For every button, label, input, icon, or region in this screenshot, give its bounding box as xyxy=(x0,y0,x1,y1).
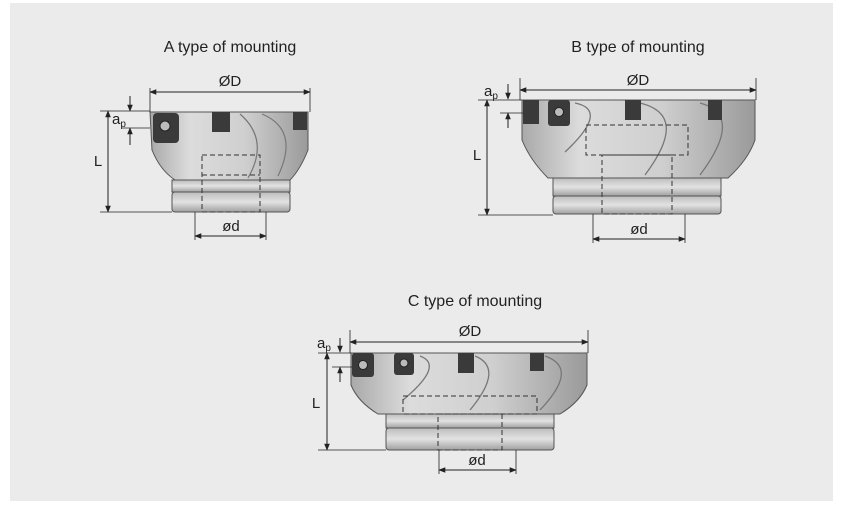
drawing-c-collar xyxy=(385,413,555,429)
drawing-a-hidden-bore xyxy=(201,154,261,213)
drawing-c-flute xyxy=(539,355,562,411)
drawing-b-flute xyxy=(564,102,591,153)
drawing-a-length-label: L xyxy=(94,153,102,170)
drawing-c-bore-label: ød xyxy=(468,452,486,469)
drawing-a-shank xyxy=(171,191,291,213)
drawing-c-insert xyxy=(458,353,474,373)
drawing-b-shank xyxy=(552,195,722,215)
drawing-b-insert-screw xyxy=(554,107,564,117)
drawing-c-ap-label: ap xyxy=(317,335,331,354)
drawing-a-ap-label: ap xyxy=(112,111,126,130)
drawing-c-length-label: L xyxy=(312,395,320,412)
drawing-a-insert xyxy=(212,112,230,132)
drawing-b: B type of mounting ØD L ap ød xyxy=(473,39,757,243)
drawing-c-shank xyxy=(385,427,555,451)
drawing-a-flute xyxy=(261,113,287,177)
drawing-b-od-label: ØD xyxy=(627,72,650,89)
drawing-a-flute xyxy=(239,113,258,179)
drawing-b-length-label: L xyxy=(473,147,481,164)
drawing-b-bore-label: ød xyxy=(630,221,648,238)
drawing-c-insert xyxy=(530,353,544,371)
drawing-a-insert xyxy=(293,112,307,130)
drawing-b-hidden-pocket xyxy=(585,124,689,156)
drawing-c-hidden-bore xyxy=(437,413,503,451)
drawing-c-flute xyxy=(469,355,490,411)
drawing-c-title: C type of mounting xyxy=(408,293,542,310)
drawing-b-ap-label: ap xyxy=(484,83,498,102)
drawing-c-insert-screw xyxy=(399,358,409,368)
drawing-a-insert-screw xyxy=(159,120,171,132)
drawing-b-insert xyxy=(523,100,539,124)
drawing-b-insert xyxy=(708,100,722,120)
drawing-c: C type of mounting ØD L ap ød xyxy=(312,293,589,474)
drawing-b-cutter-body xyxy=(521,99,756,179)
drawing-b-collar xyxy=(552,177,722,197)
drawing-c-insert-screw xyxy=(358,360,368,370)
drawing-b-insert xyxy=(625,100,641,120)
drawing-b-title: B type of mounting xyxy=(571,39,704,56)
drawing-a-bore-label: ød xyxy=(222,218,240,235)
drawing-a-title: A type of mounting xyxy=(164,39,297,56)
drawing-a: A type of mounting ØD L ap xyxy=(94,39,311,240)
drawing-c-flute xyxy=(402,355,430,401)
drawing-b-hidden-bore xyxy=(601,154,673,215)
drawing-a-od-label: ØD xyxy=(219,73,242,90)
drawing-c-od-label: ØD xyxy=(459,323,482,340)
drawing-a-collar xyxy=(171,179,291,193)
drawing-b-flute xyxy=(639,102,667,176)
